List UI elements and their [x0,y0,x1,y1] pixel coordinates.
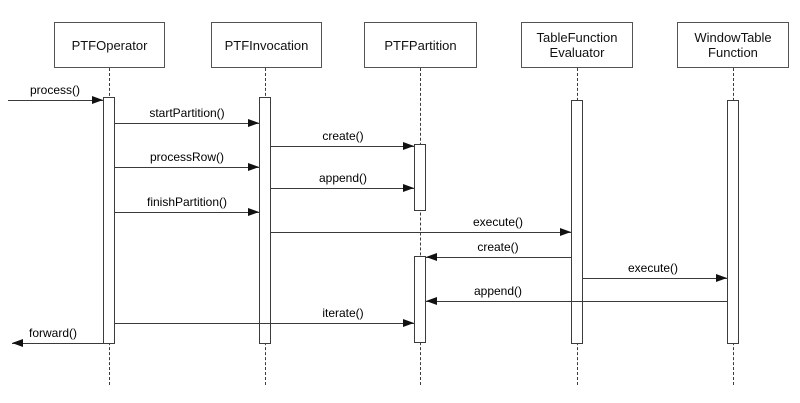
arrowhead-left-icon [12,339,23,347]
message-append-from-window-function: append() [426,284,727,305]
participant-ptf-operator: PTFOperator [54,22,165,68]
message-process: process() [8,83,103,104]
activation-ptf-operator [103,97,115,344]
lifeline-ptf-partition [420,68,421,385]
participant-label: PTFPartition [384,37,457,53]
participant-window-table-function: WindowTable Function [677,22,789,68]
message-label: finishPartition() [146,195,228,209]
participant-ptf-partition: PTFPartition [364,22,477,68]
message-label: iterate() [322,306,364,320]
arrowhead-right-icon [560,228,571,236]
message-append-partition: append() [271,171,414,192]
arrowhead-right-icon [716,274,727,282]
message-label: execute() [472,215,524,229]
arrowhead-left-icon [426,297,437,305]
message-create-partition: create() [271,129,414,150]
participant-label: PTFOperator [71,37,148,53]
message-execute-evaluator: execute() [271,215,571,236]
arrowhead-right-icon [403,184,414,192]
participant-label: TableFunction Evaluator [536,30,618,60]
message-label: processRow() [149,150,225,164]
message-start-partition: startPartition() [115,106,259,127]
message-finish-partition: finishPartition() [115,195,259,216]
arrowhead-right-icon [403,142,414,150]
message-label: execute() [627,261,679,275]
arrowhead-right-icon [248,119,259,127]
message-label: create() [322,129,364,143]
participant-ptf-invocation: PTFInvocation [211,22,322,68]
participant-label: PTFInvocation [224,37,309,53]
message-label: startPartition() [149,106,225,120]
arrowhead-right-icon [403,319,414,327]
message-label: append() [318,171,368,185]
message-create-from-evaluator: create() [426,240,571,261]
participant-label: WindowTable Function [694,30,772,60]
message-process-row: processRow() [115,150,259,171]
activation-ptf-invocation [259,97,271,344]
activation-table-function-evaluator [571,100,583,344]
message-forward: forward() [12,326,103,347]
arrowhead-right-icon [248,163,259,171]
participant-table-function-evaluator: TableFunction Evaluator [521,22,633,68]
activation-ptf-partition-1 [414,144,426,211]
arrowhead-left-icon [426,253,437,261]
message-iterate: iterate() [115,306,414,327]
message-label: append() [473,284,523,298]
message-execute-window-function: execute() [583,261,727,282]
message-label: process() [29,83,81,97]
message-label: forward() [28,326,78,340]
arrowhead-right-icon [248,208,259,216]
activation-window-table-function [727,100,739,344]
activation-ptf-partition-2 [414,256,426,343]
arrowhead-right-icon [92,96,103,104]
message-label: create() [477,240,519,254]
